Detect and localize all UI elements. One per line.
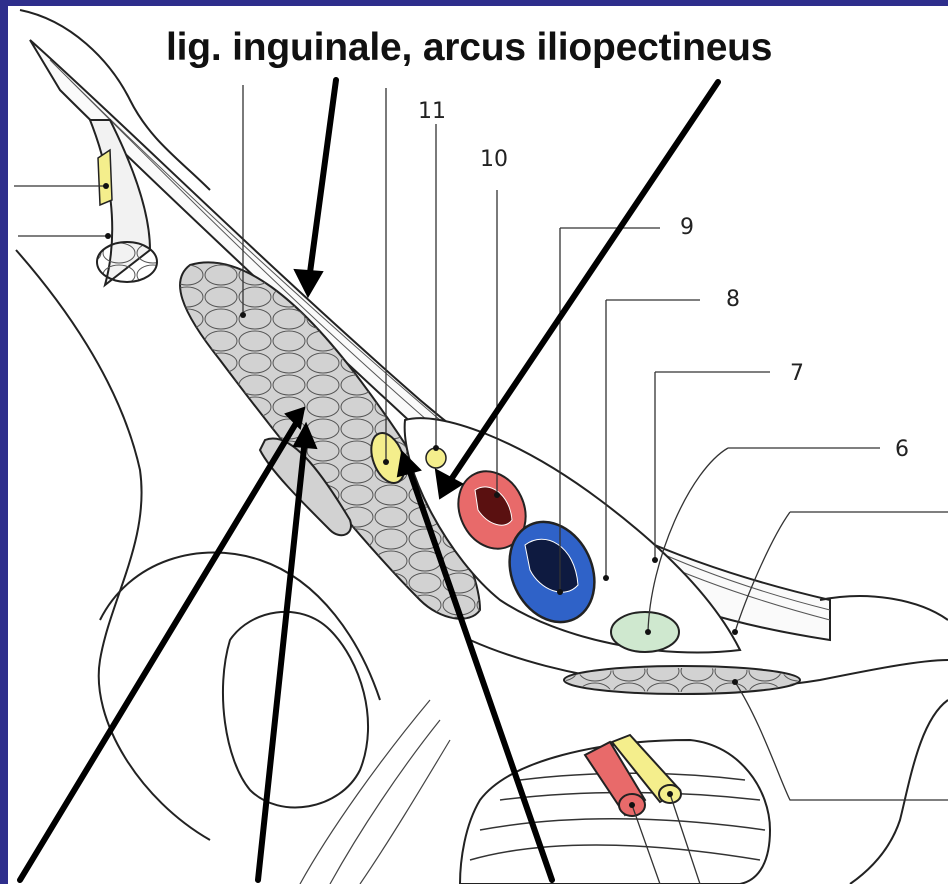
- arrow-ligament: [295, 80, 336, 296]
- label-8: 8: [726, 287, 740, 312]
- leader-4: [735, 682, 948, 800]
- leader-7: [655, 372, 770, 560]
- pubis-lower: [850, 700, 948, 884]
- pectineus-texture: [566, 668, 798, 692]
- lateral-cutaneous-nerve: [98, 150, 112, 205]
- sartorius-cross-section: [97, 242, 157, 282]
- symphysis-outline: [820, 596, 948, 620]
- obturator-outline: [223, 612, 368, 808]
- tendon-fibres: [300, 700, 450, 884]
- arrow-left-bottom-1: [20, 408, 304, 880]
- pelvis-outline-left: [16, 250, 210, 840]
- label-11: 11: [418, 99, 446, 124]
- top-frame-bar: [0, 0, 948, 6]
- label-9: 9: [680, 215, 694, 240]
- left-frame-bar: [0, 0, 8, 884]
- label-6: 6: [895, 437, 909, 462]
- label-10: 10: [480, 147, 508, 172]
- arrow-arcus: [436, 82, 718, 498]
- label-7: 7: [790, 361, 804, 386]
